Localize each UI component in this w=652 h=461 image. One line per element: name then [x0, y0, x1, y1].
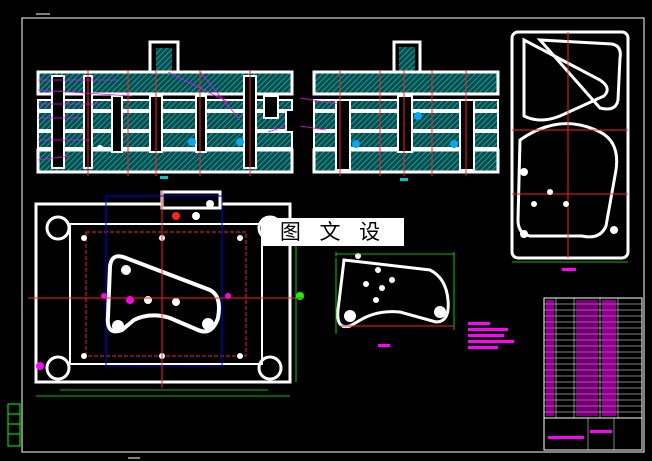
title-block-table [543, 297, 643, 451]
detail-part-view [335, 252, 455, 347]
watermark-label: 图 文 设 计 [262, 218, 404, 272]
left-stamp-block [7, 403, 21, 447]
plan-view [28, 190, 304, 397]
technical-notes [468, 322, 514, 349]
side-section-view [299, 40, 500, 181]
sheet-border [21, 17, 645, 453]
part-outline-view [510, 30, 630, 271]
front-section-view [36, 40, 294, 179]
